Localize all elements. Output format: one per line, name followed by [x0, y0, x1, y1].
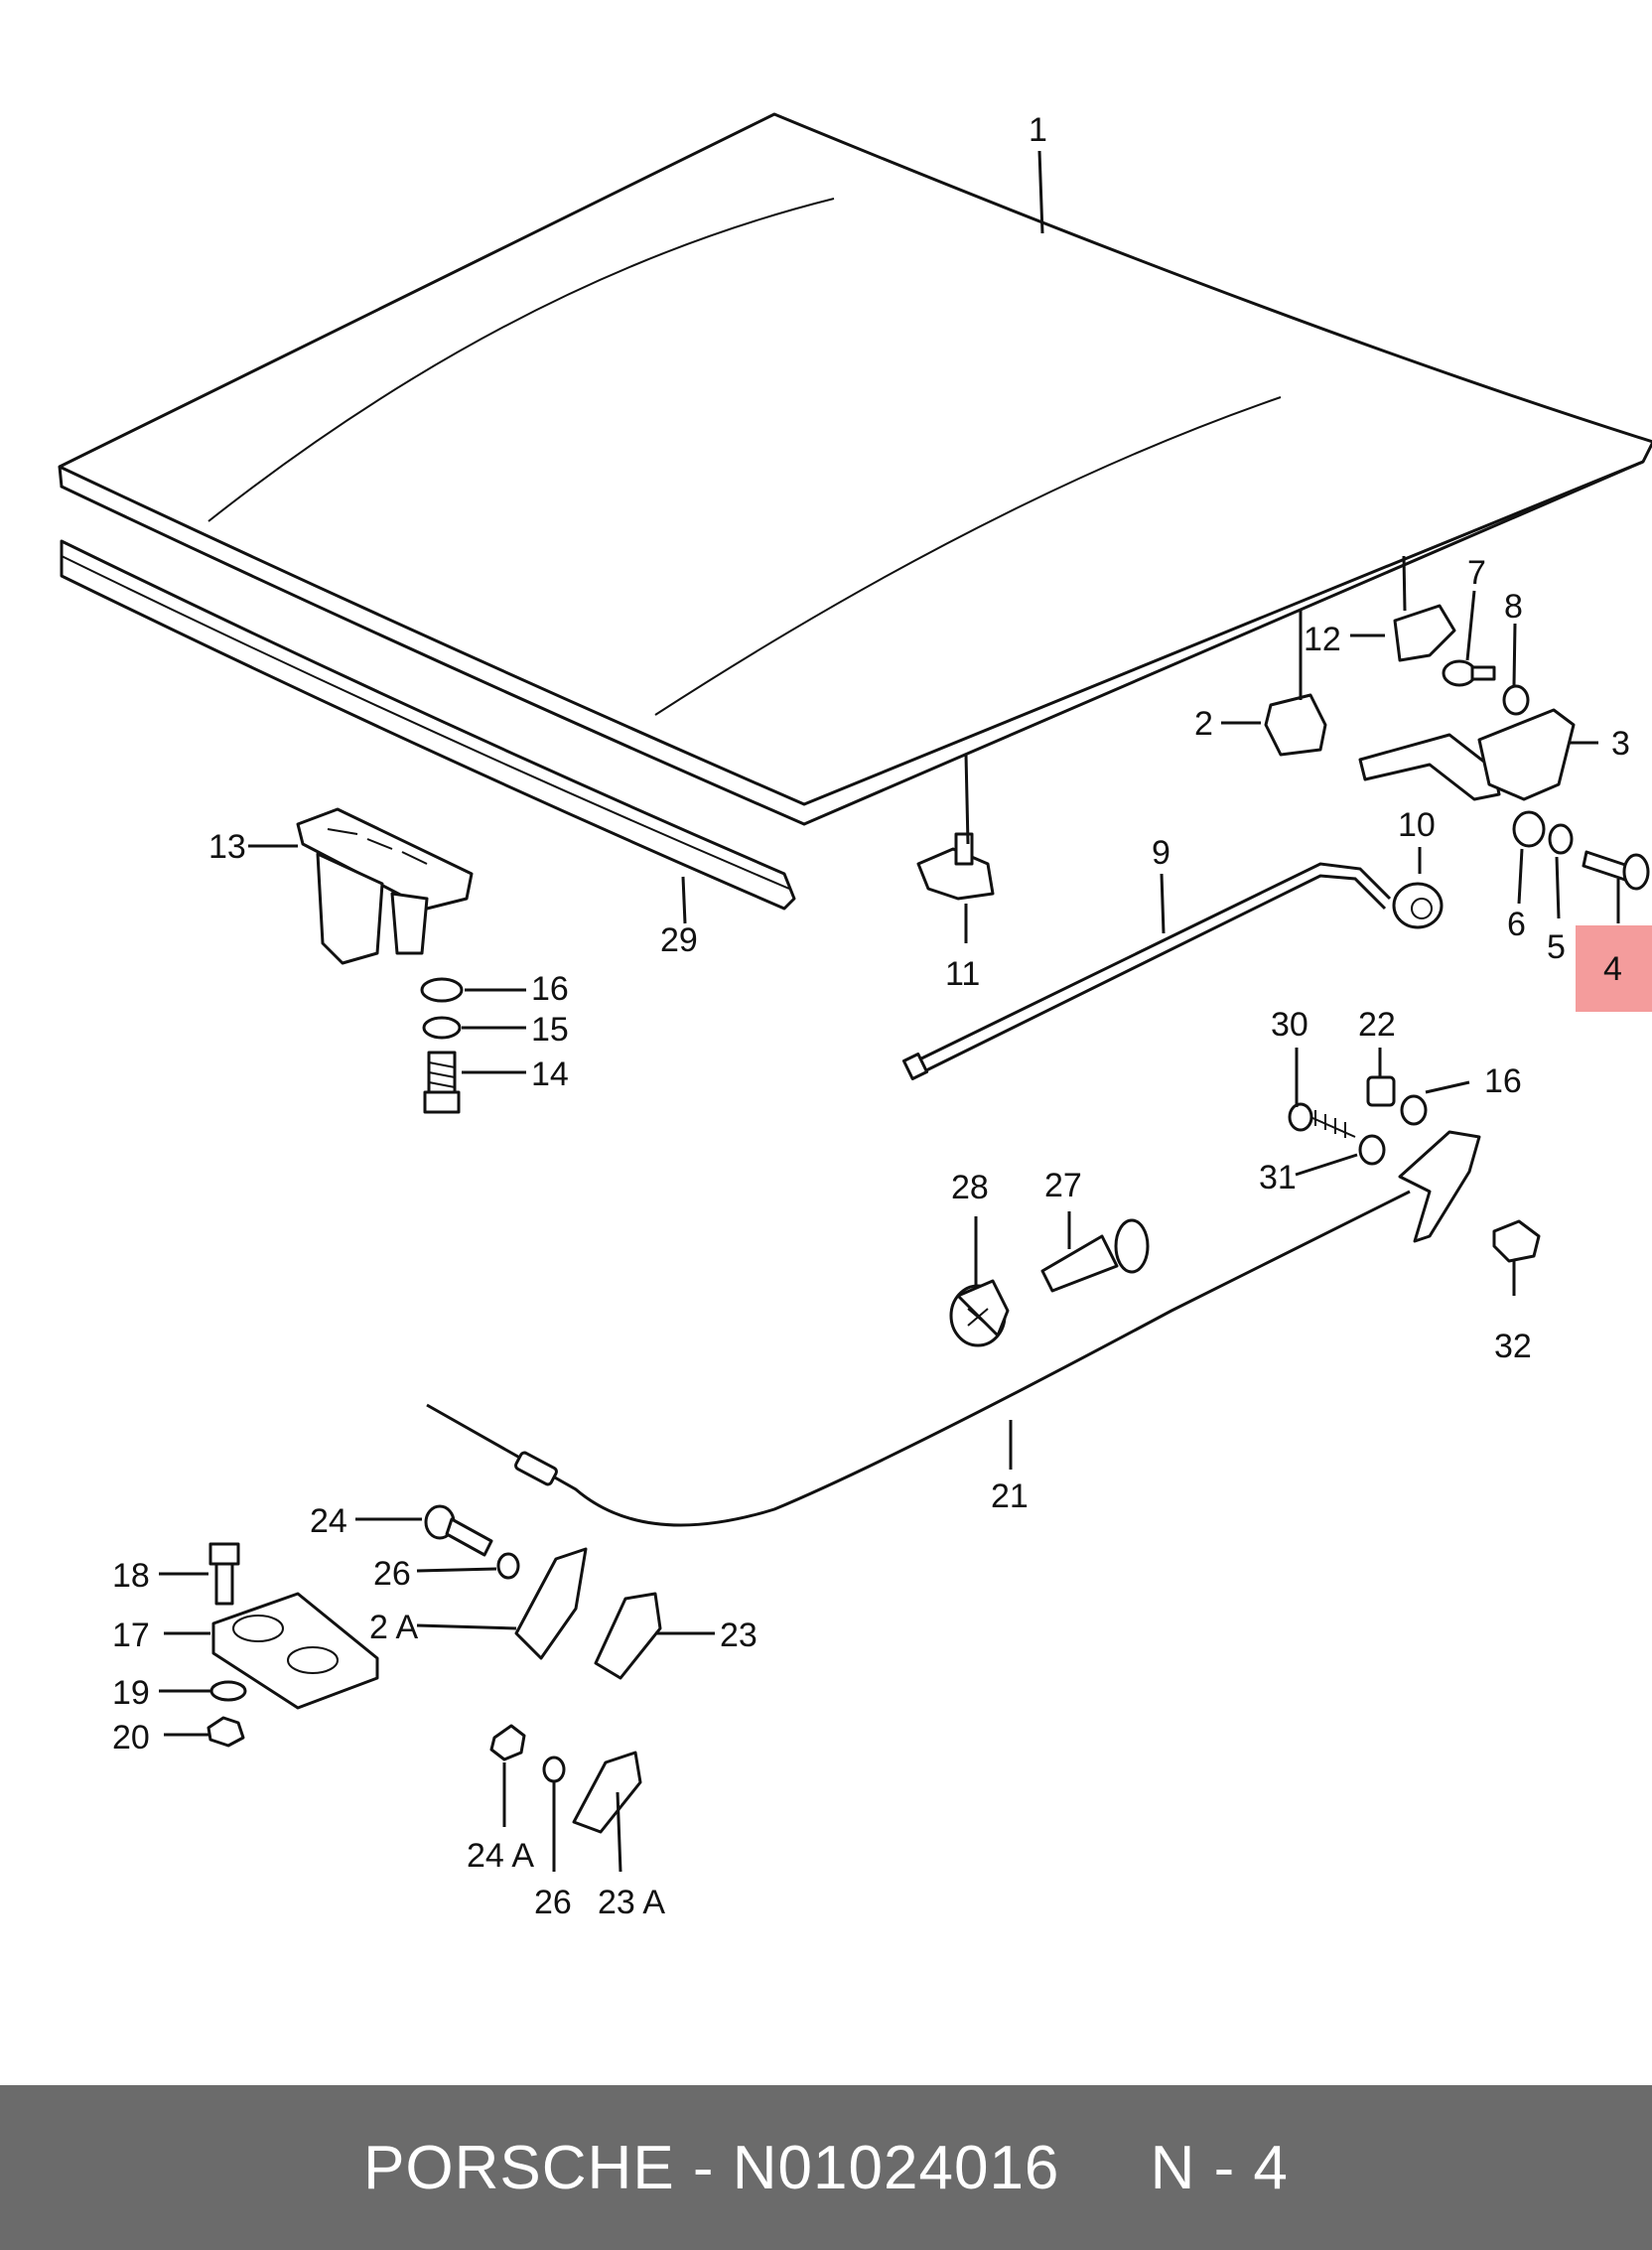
bolt-24 [424, 1504, 493, 1557]
label-32: 32 [1494, 1328, 1532, 1365]
washer-31 [1358, 1134, 1386, 1166]
label-3: 3 [1611, 725, 1630, 763]
washer-5 [1548, 823, 1574, 855]
label-31: 31 [1259, 1159, 1297, 1196]
prop-rod [901, 862, 1392, 1080]
label-16a: 16 [531, 970, 569, 1008]
label-19: 19 [112, 1674, 150, 1712]
label-20: 20 [112, 1719, 150, 1757]
footer-ref: N - 4 [1150, 2133, 1289, 2202]
washer-26a [496, 1552, 520, 1580]
washer-19 [209, 1680, 247, 1702]
highlight-box [1576, 925, 1652, 1012]
hood-pin [916, 832, 995, 901]
knob-27 [1040, 1218, 1150, 1293]
label-26a: 26 [373, 1555, 411, 1593]
release-cable [426, 1190, 1411, 1527]
pin-7 [1442, 659, 1496, 687]
footer-bar: PORSCHE - N01024016 N - 4 [0, 2085, 1652, 2250]
clip-23 [594, 1592, 662, 1680]
footer-gap [1059, 2133, 1150, 2203]
washer-26b [542, 1756, 566, 1783]
label-24a: 24 A [467, 1837, 534, 1875]
hardware-14-16 [420, 977, 464, 1114]
label-27: 27 [1044, 1167, 1082, 1204]
buffer-2 [1264, 693, 1327, 757]
label-2a: 2 A [369, 1609, 418, 1646]
nut-24a [489, 1724, 526, 1761]
label-18: 18 [112, 1557, 150, 1595]
leader-lines [159, 150, 1620, 1873]
label-4: 4 [1603, 950, 1622, 988]
label-14: 14 [531, 1055, 569, 1093]
clip-22 [1366, 1075, 1396, 1107]
label-17: 17 [112, 1617, 150, 1654]
latch-bracket [296, 807, 474, 965]
label-15: 15 [531, 1011, 569, 1049]
label-5: 5 [1547, 928, 1566, 966]
label-29: 29 [660, 921, 698, 959]
screw-30 [1288, 1102, 1356, 1138]
bolt-4 [1582, 850, 1650, 891]
label-2: 2 [1194, 705, 1213, 743]
label-16b: 16 [1484, 1062, 1522, 1100]
footer-caption: PORSCHE - N01024016 N - 4 [0, 2085, 1652, 2250]
label-6: 6 [1507, 906, 1526, 943]
washer-6 [1512, 810, 1546, 848]
label-28: 28 [951, 1169, 989, 1206]
label-23: 23 [720, 1617, 757, 1654]
label-22: 22 [1358, 1006, 1396, 1044]
callout-labels: 1 7 8 12 2 3 10 9 6 5 4 11 29 13 16 15 1… [112, 111, 1630, 1921]
label-23a: 23 A [598, 1884, 665, 1921]
label-1: 1 [1029, 111, 1047, 149]
label-11: 11 [945, 955, 980, 993]
label-24: 24 [310, 1502, 347, 1540]
label-12: 12 [1304, 621, 1341, 658]
grommet-10 [1392, 882, 1444, 929]
nut-32 [1492, 1219, 1541, 1263]
hood-panel [58, 112, 1652, 826]
cap-28 [949, 1279, 1010, 1347]
clip-2a [514, 1547, 588, 1660]
label-26b: 26 [534, 1884, 572, 1921]
label-13: 13 [208, 828, 246, 866]
label-7: 7 [1467, 554, 1486, 592]
washer-16 [1400, 1094, 1428, 1126]
release-lever [1398, 1130, 1481, 1243]
hinge-bracket [1358, 708, 1576, 801]
footer-part-number: N01024016 [732, 2133, 1060, 2202]
label-10: 10 [1398, 806, 1436, 844]
label-9: 9 [1152, 834, 1170, 872]
latch-plate-17 [211, 1592, 379, 1710]
label-21: 21 [991, 1477, 1029, 1515]
footer-separator: - [674, 2133, 733, 2202]
washer-8 [1502, 684, 1530, 716]
footer-brand: PORSCHE [363, 2133, 675, 2202]
parts-diagram: 1 7 8 12 2 3 10 9 6 5 4 11 29 13 16 15 1… [58, 111, 1652, 1921]
seal-strip [60, 539, 796, 911]
clip-23a [572, 1751, 642, 1834]
bolt-18 [208, 1542, 240, 1606]
label-30: 30 [1271, 1006, 1308, 1044]
label-8: 8 [1504, 588, 1523, 626]
buffer-12 [1393, 604, 1456, 662]
nut-20 [206, 1716, 245, 1748]
